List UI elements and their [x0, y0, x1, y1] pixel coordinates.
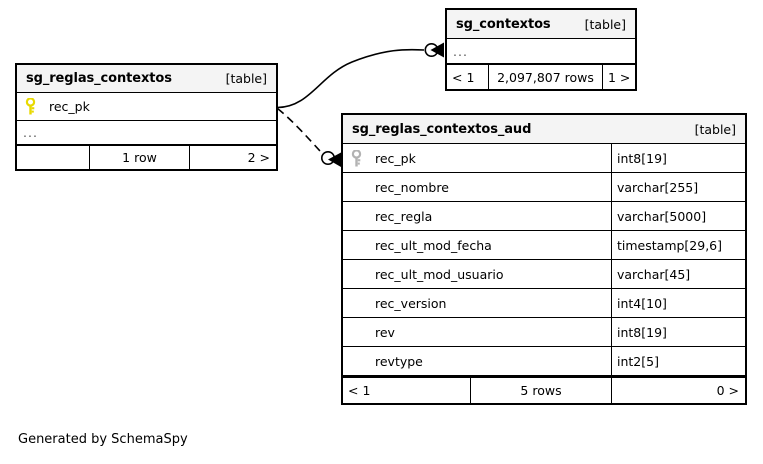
- column-type: timestamp[29,6]: [611, 231, 745, 259]
- footer-children-count[interactable]: 1 >: [602, 65, 635, 89]
- column-name: rec_version: [375, 295, 447, 311]
- column-type: varchar[255]: [611, 173, 745, 201]
- footer-children-count[interactable]: 0 >: [611, 378, 745, 403]
- column-type: int8[19]: [611, 144, 745, 172]
- column-name: rec_nombre: [375, 179, 449, 195]
- table-header-sg_reglas_contextos_aud: sg_reglas_contextos_aud [table]: [343, 115, 745, 144]
- table-row[interactable]: rec_nombre varchar[255]: [343, 173, 745, 202]
- column-name: rec_ult_mod_usuario: [375, 266, 504, 282]
- column-name: rec_ult_mod_fecha: [375, 237, 492, 253]
- table-title: sg_reglas_contextos: [26, 71, 172, 86]
- table-row[interactable]: revtype int2[5]: [343, 347, 745, 376]
- table-row[interactable]: rec_ult_mod_usuario varchar[45]: [343, 260, 745, 289]
- relationship-line-sg_contextos: [277, 42, 444, 109]
- table-row[interactable]: rev int8[19]: [343, 318, 745, 347]
- table-kind-label: [table]: [694, 121, 736, 137]
- table-header-sg_contextos: sg_contextos [table]: [447, 10, 635, 39]
- column-name: rec_regla: [375, 208, 433, 224]
- footer-children-count[interactable]: 2 >: [189, 146, 276, 169]
- relationship-line-sg_reglas_contextos_aud: [277, 107, 341, 167]
- key-icon: [351, 149, 373, 167]
- table-row[interactable]: rec_ult_mod_fecha timestamp[29,6]: [343, 231, 745, 260]
- table-row[interactable]: rec_pk: [17, 93, 276, 121]
- column-name: rec_pk: [375, 150, 416, 166]
- column-cell: rec_ult_mod_fecha: [343, 231, 611, 259]
- table-kind-label: [table]: [584, 16, 626, 32]
- column-name: revtype: [375, 353, 423, 369]
- footer-row-count: 2,097,807 rows: [488, 65, 602, 89]
- column-cell: rec_nombre: [343, 173, 611, 201]
- more-columns-ellipsis: ...: [23, 125, 38, 140]
- footer-parents-count[interactable]: < 1: [348, 383, 371, 398]
- column-cell: rec_pk: [17, 93, 276, 120]
- column-type: varchar[5000]: [611, 202, 745, 230]
- footer-row-count: 1 row: [89, 146, 189, 169]
- table-kind-label: [table]: [225, 71, 267, 86]
- column-cell: rev: [343, 318, 611, 346]
- column-type: varchar[45]: [611, 260, 745, 288]
- key-icon: [25, 98, 47, 115]
- column-name: rec_pk: [49, 99, 90, 114]
- table-row[interactable]: rec_pk int8[19]: [343, 144, 745, 173]
- column-cell: rec_version: [343, 289, 611, 317]
- table-sg_contextos[interactable]: sg_contextos [table] ... < 1 2,097,807 r…: [445, 8, 637, 91]
- table-sg_reglas_contextos[interactable]: sg_reglas_contextos [table] rec_pk ...: [15, 63, 278, 171]
- table-row[interactable]: ...: [447, 39, 635, 64]
- table-sg_reglas_contextos_aud[interactable]: sg_reglas_contextos_aud [table] rec_pk i…: [341, 113, 747, 405]
- generated-by-caption: Generated by SchemaSpy: [18, 432, 188, 447]
- column-cell: revtype: [343, 347, 611, 375]
- table-title: sg_contextos: [456, 16, 551, 32]
- table-footer-sg_reglas_contextos: 1 row 2 >: [17, 145, 276, 169]
- column-cell: rec_regla: [343, 202, 611, 230]
- column-type: int4[10]: [611, 289, 745, 317]
- column-cell: rec_pk: [343, 144, 611, 172]
- table-header-sg_reglas_contextos: sg_reglas_contextos [table]: [17, 65, 276, 93]
- column-type: int8[19]: [611, 318, 745, 346]
- table-title: sg_reglas_contextos_aud: [352, 121, 532, 137]
- column-type: int2[5]: [611, 347, 745, 375]
- footer-parents-count[interactable]: < 1: [452, 69, 475, 85]
- table-row[interactable]: rec_regla varchar[5000]: [343, 202, 745, 231]
- table-row[interactable]: rec_version int4[10]: [343, 289, 745, 318]
- table-row[interactable]: ...: [17, 121, 276, 145]
- column-cell: rec_ult_mod_usuario: [343, 260, 611, 288]
- table-footer-sg_contextos: < 1 2,097,807 rows 1 >: [447, 64, 635, 89]
- column-name: rev: [375, 324, 395, 340]
- footer-row-count: 5 rows: [470, 378, 611, 403]
- footer-parents-count[interactable]: [17, 146, 89, 169]
- table-footer-sg_reglas_contextos_aud: < 1 5 rows 0 >: [343, 376, 745, 403]
- more-columns-ellipsis: ...: [453, 43, 468, 59]
